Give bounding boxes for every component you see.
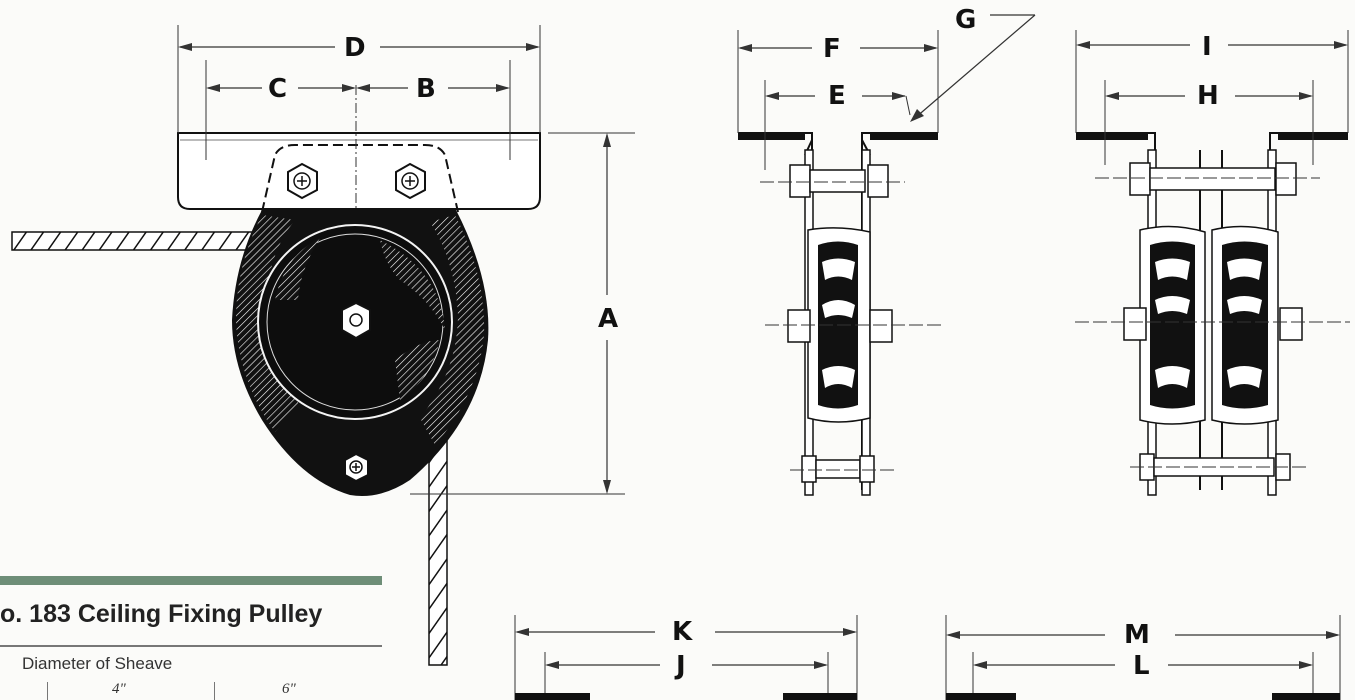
title-rule — [0, 645, 382, 647]
label-F: F — [823, 34, 841, 64]
column-divider — [214, 682, 215, 700]
title-band — [0, 576, 382, 585]
axle-nut — [341, 301, 371, 340]
sheave-diameter-header: Diameter of Sheave — [22, 654, 173, 673]
label-D: D — [344, 33, 366, 63]
label-C: C — [268, 74, 287, 104]
label-A: A — [598, 304, 618, 334]
label-B: B — [416, 74, 436, 104]
label-G: G — [955, 5, 976, 35]
side-view-single: F E G — [737, 5, 1036, 496]
front-view: D C B A — [11, 25, 635, 666]
product-title: o. 183 Ceiling Fixing Pulley — [0, 600, 323, 628]
sheave-size-1: 4" — [112, 681, 126, 697]
bracket-plate — [261, 144, 459, 213]
column-divider — [47, 682, 48, 700]
bolt-right-icon — [395, 162, 426, 200]
side-view-double: I H — [1075, 30, 1350, 496]
sheave-size-2: 6" — [282, 681, 296, 697]
bolt-bottom-icon — [344, 452, 369, 483]
bolt-left-icon — [287, 162, 318, 200]
label-I: I — [1202, 32, 1212, 62]
ceiling-plate — [177, 132, 541, 210]
bottom-dimensions: K J M L — [514, 615, 1341, 700]
label-M: M — [1124, 620, 1150, 650]
label-L: L — [1133, 651, 1150, 681]
label-K: K — [672, 617, 693, 647]
rope-horizontal — [11, 231, 258, 251]
label-H: H — [1197, 81, 1219, 111]
label-E: E — [828, 81, 846, 111]
label-J: J — [674, 651, 686, 681]
